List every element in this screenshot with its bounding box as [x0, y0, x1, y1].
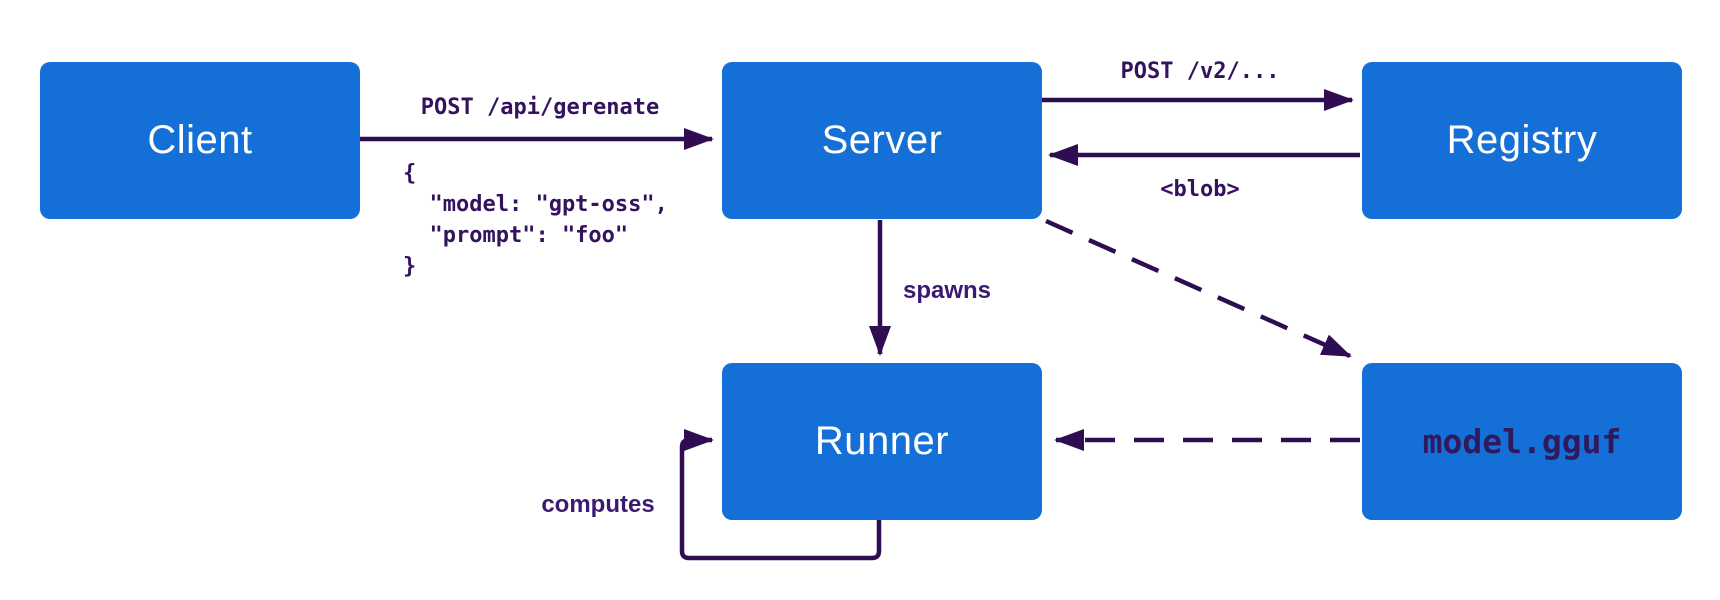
- registry-node-label: Registry: [1446, 118, 1598, 162]
- model-gguf-node: model.gguf: [1362, 363, 1682, 520]
- registry-to-server-arrow-label: <blob>: [1160, 177, 1240, 202]
- runner-node: Runner: [722, 363, 1042, 520]
- server-to-model-dashed-arrow: [1045, 218, 1352, 359]
- registry-node: Registry: [1362, 62, 1682, 219]
- model-gguf-node-label: model.gguf: [1422, 422, 1622, 461]
- client-node: Client: [40, 62, 360, 219]
- runner-node-label: Runner: [814, 419, 950, 463]
- server-node: Server: [722, 62, 1042, 219]
- runner-self-loop-arrow: [679, 429, 882, 561]
- server-to-registry-arrow-label: POST /v2/...: [1120, 59, 1280, 84]
- computes-loop-label: computes: [541, 491, 655, 518]
- server-node-label: Server: [821, 118, 943, 162]
- client-node-label: Client: [147, 118, 253, 162]
- request-body-json: { "model: "gpt-oss", "prompt": "foo" }: [403, 161, 668, 279]
- spawns-arrow-label: spawns: [903, 277, 992, 304]
- client-to-server-arrow-label: POST /api/gerenate: [420, 95, 660, 120]
